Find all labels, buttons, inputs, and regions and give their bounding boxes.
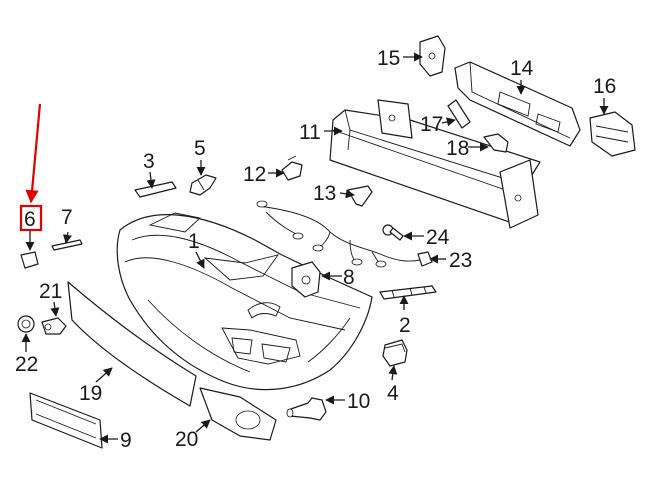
label-14: 14 bbox=[510, 57, 534, 80]
label-2: 2 bbox=[399, 314, 411, 337]
label-3: 3 bbox=[143, 150, 155, 173]
label-6: 6 bbox=[24, 208, 36, 231]
wiring-harness bbox=[256, 200, 421, 268]
label-4: 4 bbox=[387, 382, 399, 405]
label-19: 19 bbox=[79, 382, 102, 405]
label-22: 22 bbox=[15, 353, 38, 376]
label-20: 20 bbox=[175, 428, 198, 451]
clip-5 bbox=[189, 174, 217, 196]
label-12: 12 bbox=[243, 163, 266, 186]
label-13: 13 bbox=[313, 182, 336, 205]
energy-absorber bbox=[454, 61, 581, 147]
label-15: 15 bbox=[377, 47, 400, 70]
highlight-box bbox=[19, 204, 43, 232]
mount-bracket bbox=[291, 261, 321, 298]
support-15 bbox=[419, 35, 446, 77]
label-17: 17 bbox=[420, 113, 443, 136]
label-9: 9 bbox=[120, 429, 132, 452]
label-8: 8 bbox=[343, 266, 355, 289]
sensor-ring bbox=[17, 315, 35, 333]
label-5: 5 bbox=[194, 137, 206, 160]
bumper-stop bbox=[382, 339, 408, 367]
label-18: 18 bbox=[446, 137, 469, 160]
connector-23 bbox=[417, 251, 433, 267]
label-1: 1 bbox=[188, 230, 200, 253]
sensor-10 bbox=[286, 397, 327, 421]
small-bracket bbox=[134, 181, 177, 198]
clip-18 bbox=[483, 133, 509, 153]
label-11: 11 bbox=[299, 121, 321, 144]
label-24: 24 bbox=[426, 226, 450, 249]
label-7: 7 bbox=[61, 206, 73, 229]
highlight-arrow bbox=[25, 103, 42, 204]
bracket-strip bbox=[379, 285, 437, 300]
lower-grille bbox=[67, 281, 197, 407]
label-10: 10 bbox=[347, 390, 370, 413]
highlight-callout bbox=[19, 103, 43, 232]
part-number-labels: 1 2 3 4 5 6 7 8 9 10 11 12 13 14 15 16 1… bbox=[15, 47, 616, 452]
label-16: 16 bbox=[593, 75, 616, 98]
license-bracket bbox=[29, 392, 103, 449]
label-23: 23 bbox=[449, 249, 472, 272]
fog-grille bbox=[199, 387, 277, 441]
bumper-cover bbox=[116, 212, 373, 391]
leader-lines bbox=[21, 52, 609, 444]
bracket-16 bbox=[589, 111, 636, 157]
clip-12 bbox=[281, 155, 303, 181]
trim-strip bbox=[51, 239, 83, 251]
impact-bar bbox=[329, 99, 541, 229]
small-cover bbox=[20, 251, 39, 269]
bracket-13 bbox=[347, 185, 373, 207]
bracket-17 bbox=[447, 99, 471, 129]
label-21: 21 bbox=[39, 280, 62, 303]
bolt-24 bbox=[382, 224, 404, 241]
sensor-21 bbox=[41, 317, 67, 335]
